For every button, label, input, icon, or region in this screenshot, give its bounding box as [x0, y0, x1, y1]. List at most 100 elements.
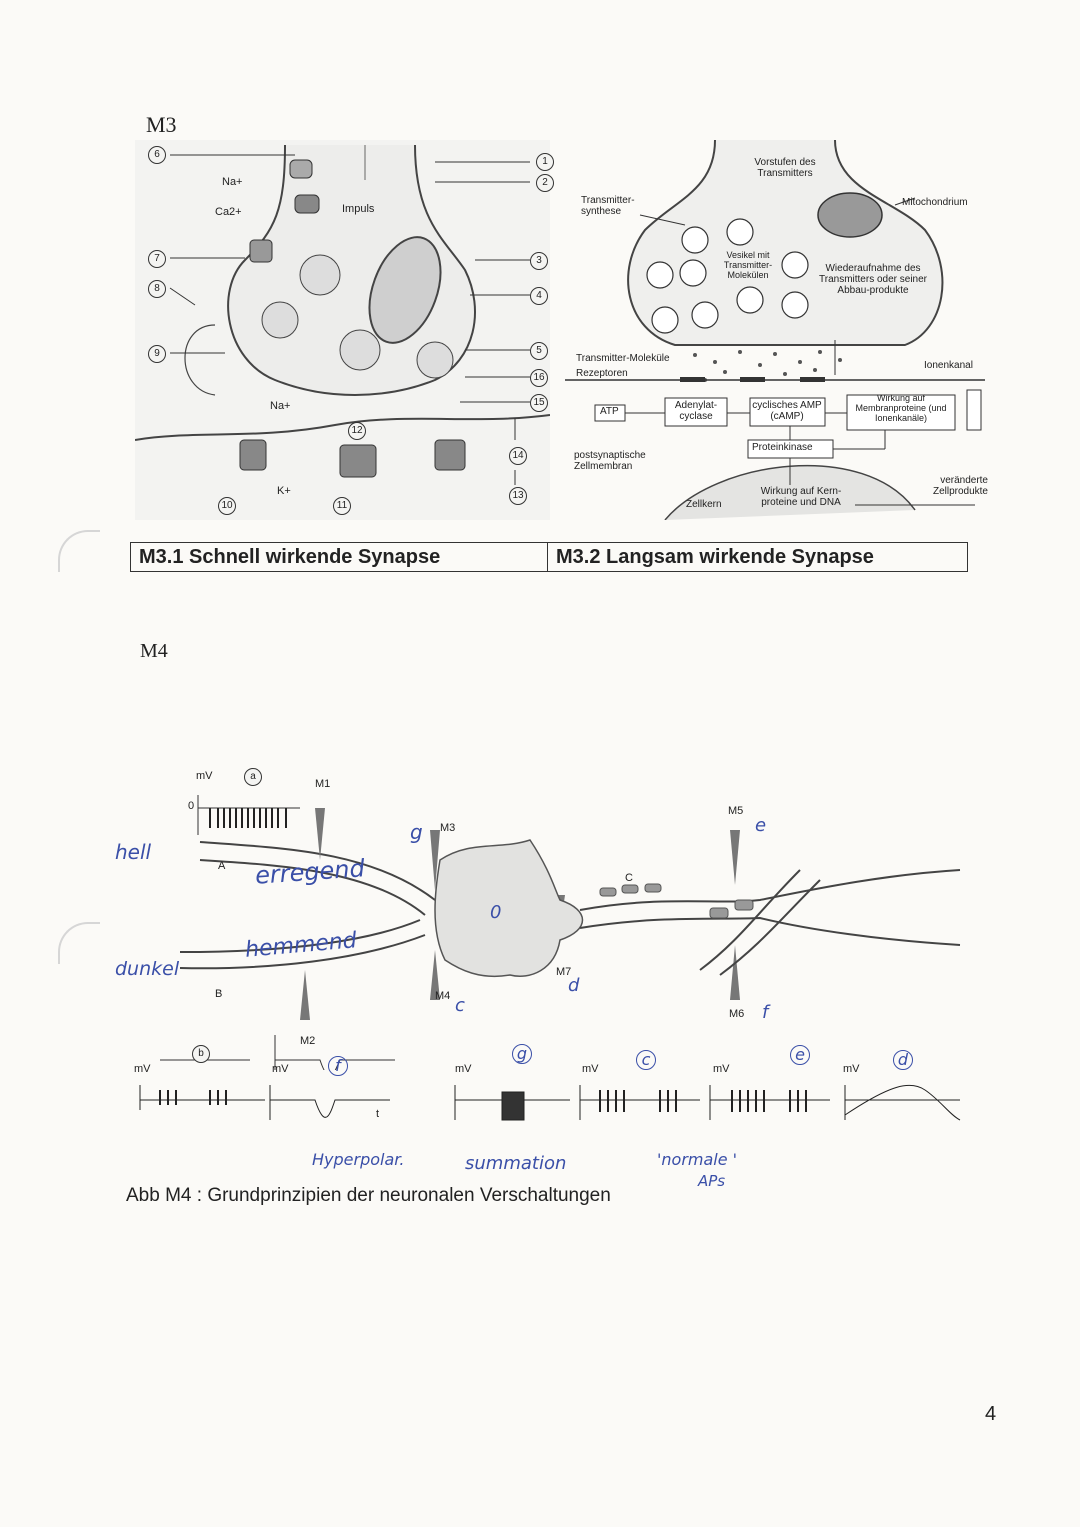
label-vorstufen: Vorstufen des Transmitters: [754, 157, 816, 179]
cell-body: [434, 839, 584, 978]
label-m2: M2: [300, 1035, 316, 1047]
label-na-top: Na+: [222, 176, 243, 188]
hand-c: c: [455, 995, 465, 1016]
label-t: t: [376, 1108, 380, 1120]
label-mv-5: mV: [713, 1063, 730, 1075]
hand-aps: APs: [698, 1172, 726, 1190]
neural-circuit-svg: [134, 795, 961, 1077]
label-tm-molekuele: Transmitter-Moleküle: [576, 353, 670, 364]
label-m4: M4: [435, 990, 451, 1002]
hand-circle-d: d: [893, 1050, 913, 1070]
label-wiederaufnahme: Wiederaufnahme des Transmitters oder sei…: [819, 263, 927, 296]
traces-svg: [139, 1084, 961, 1121]
marker-5: 5: [530, 342, 548, 360]
page-number: 4: [985, 1403, 997, 1425]
label-ca: Ca2+: [215, 206, 242, 218]
hand-summation: summation: [465, 1153, 567, 1174]
label-ionenkanal: Ionenkanal: [924, 360, 973, 371]
hand-g: g: [410, 820, 423, 844]
spike-train-a: [209, 808, 287, 828]
electrode-m5: [730, 830, 740, 885]
section-label-m4: M4: [140, 640, 168, 662]
marker-11: 11: [333, 497, 351, 515]
label-proteinkinase: Proteinkinase: [752, 442, 813, 453]
label-mitochondrium: Mitochondrium: [902, 197, 968, 208]
marker-a: a: [244, 768, 262, 786]
channel: [249, 239, 273, 263]
hand-f: f: [762, 1002, 769, 1023]
electrode-m1: [315, 808, 325, 860]
label-m5: M5: [728, 805, 744, 817]
hand-normale: 'normale ': [657, 1150, 738, 1169]
ca-channel: [294, 194, 320, 214]
marker-13: 13: [509, 487, 527, 505]
wirkung-membran-box: [846, 394, 956, 431]
slow-synapse-svg: [565, 139, 985, 521]
label-C: C: [625, 872, 633, 884]
hand-d: d: [568, 975, 580, 996]
hand-circle-g: g: [512, 1044, 532, 1064]
label-wirkung-kern: Wirkung auf Kern-proteine und DNA: [760, 486, 842, 508]
marker-4: 4: [530, 287, 548, 305]
axon-c: [579, 869, 961, 911]
vesicle-group: [646, 218, 809, 334]
caption-fast-synapse: M3.1 Schnell wirkende Synapse: [130, 542, 548, 572]
label-mv-3: mV: [455, 1063, 472, 1075]
section-label-m3: M3: [146, 112, 177, 137]
hand-dunkel: dunkel: [115, 958, 180, 980]
label-mv-6: mV: [843, 1063, 860, 1075]
ionenkanal-shape: [966, 389, 982, 431]
electrode-m4: [430, 950, 440, 1000]
label-mv-1: mV: [134, 1063, 151, 1075]
hand-hyperpolar: Hyperpolar.: [312, 1150, 405, 1169]
vesicle: [299, 254, 341, 296]
transmitter-dots: [693, 350, 842, 382]
caption-slow-synapse: M3.2 Langsam wirkende Synapse: [547, 542, 968, 572]
label-impuls: Impuls: [342, 203, 375, 215]
label-B: B: [215, 988, 223, 1000]
label-wirkung-membran: Wirkung auf Membranproteine (und Ionenka…: [855, 393, 947, 423]
label-adenylat: Adenylat-cyclase: [674, 400, 718, 422]
label-vesikel: Vesikel mit Transmitter-Molekülen: [723, 250, 773, 280]
label-mv-2: mV: [272, 1063, 289, 1075]
label-m7: M7: [556, 966, 572, 978]
myelin-segments: [599, 883, 754, 919]
receptor-channel: [239, 439, 267, 471]
vesicle: [416, 341, 454, 379]
label-mv-4: mV: [582, 1063, 599, 1075]
mitochondrion-slow: [817, 192, 883, 238]
marker-16: 16: [530, 369, 548, 387]
caption-m4: Abb M4 : Grundprinzipien der neuronalen …: [126, 1185, 611, 1206]
marker-8: 8: [148, 280, 166, 298]
adenylat-box: [664, 397, 728, 427]
label-camp: cyclisches AMP (cAMP): [752, 400, 822, 422]
marker-7: 7: [148, 250, 166, 268]
label-atp: ATP: [600, 406, 619, 417]
receptor-channel: [339, 444, 377, 478]
marker-6: 6: [148, 146, 166, 164]
fast-synapse-svg: [134, 140, 551, 520]
camp-box: [749, 397, 826, 427]
hand-0: 0: [490, 902, 502, 923]
hand-e: e: [755, 815, 767, 836]
label-na-mid: Na+: [270, 400, 291, 412]
label-zero-a: 0: [188, 800, 195, 812]
fast-synapse-diagram: [134, 140, 551, 520]
marker-2: 2: [536, 174, 554, 192]
presynaptic-terminal-slow: [627, 139, 944, 346]
label-zellkern: Zellkern: [686, 499, 722, 510]
label-mv-a: mV: [196, 770, 213, 782]
marker-15: 15: [530, 394, 548, 412]
slow-synapse-diagram: [565, 139, 985, 521]
page-fold-mark: [58, 530, 100, 572]
hand-circle-f: f: [328, 1056, 348, 1076]
axon-b: [179, 934, 426, 970]
label-m1: M1: [315, 778, 331, 790]
marker-1: 1: [536, 153, 554, 171]
vesicle: [339, 329, 381, 371]
neural-circuit-diagram: [134, 770, 1000, 1077]
vesicle: [261, 301, 299, 339]
marker-b: b: [192, 1045, 210, 1063]
label-postsyn: postsynaptische Zellmembran: [574, 450, 646, 472]
label-rezeptoren: Rezeptoren: [576, 368, 628, 379]
